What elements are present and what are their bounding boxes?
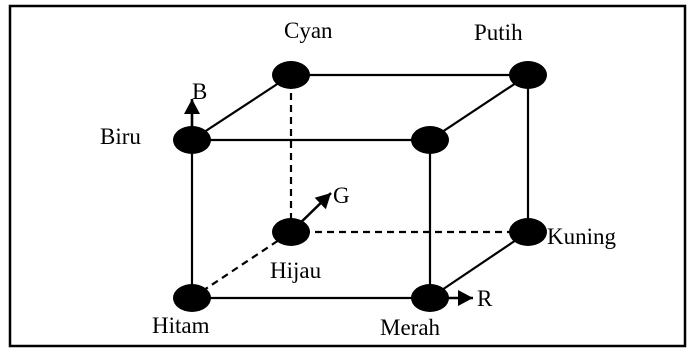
edge-red-yellow (429, 231, 529, 299)
axis-r-arrow-head (458, 290, 473, 306)
vertex-label-cyan: Cyan (284, 18, 333, 43)
vertex-red (411, 284, 449, 312)
cube-edges (190, 73, 530, 300)
vertex-black (173, 284, 211, 312)
edge-blue-cyan (191, 74, 292, 141)
axis-g-arrow-head (314, 193, 331, 210)
vertex-white (509, 61, 547, 89)
vertex-label-green: Hijau (270, 258, 322, 283)
axis-label-b: B (192, 79, 207, 104)
vertex-yellow (509, 218, 547, 246)
vertex-label-yellow: Kuning (547, 224, 617, 249)
vertex-magenta (411, 126, 449, 154)
vertex-cyan (272, 61, 310, 89)
vertex-label-blue: Biru (100, 124, 141, 149)
vertex-green (272, 218, 310, 246)
edge-black-green (191, 231, 292, 299)
axis-label-r: R (477, 286, 493, 311)
vertex-label-red: Merah (380, 315, 441, 340)
axis-b-arrow-head (184, 99, 200, 114)
figure-frame (8, 4, 687, 348)
vertex-label-white: Putih (474, 20, 523, 45)
cube-vertices (173, 61, 547, 312)
edge-magenta-white (429, 74, 529, 141)
vertex-label-black: Hitam (152, 313, 210, 338)
axis-label-g: G (333, 183, 350, 208)
vertex-blue (173, 126, 211, 154)
